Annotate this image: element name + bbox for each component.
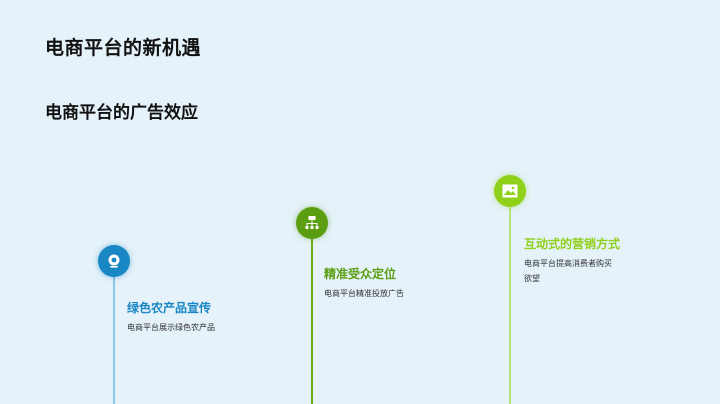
- timeline-desc-2: 电商平台精准投放广告: [324, 289, 404, 298]
- timeline-line-3: [509, 206, 511, 404]
- timeline-desc-3: 电商平台提高消费者购买欲望: [524, 259, 612, 283]
- timeline-line-1: [113, 276, 115, 404]
- timeline-node-1: [98, 245, 130, 277]
- slide-title: 电商平台的新机遇: [45, 37, 202, 59]
- timeline-node-2: [296, 207, 328, 239]
- slide-subtitle: 电商平台的广告效应: [45, 103, 198, 123]
- timeline-line-2: [311, 238, 313, 404]
- image-icon: [502, 184, 518, 198]
- timeline-title-2: 精准受众定位: [324, 267, 397, 281]
- webcam-icon: [108, 254, 120, 268]
- hierarchy-icon: [305, 216, 319, 230]
- timeline-title-3: 互动式的营销方式: [524, 237, 621, 251]
- timeline-node-3: [494, 175, 526, 207]
- timeline-desc-1: 电商平台展示绿色农产品: [127, 323, 215, 332]
- timeline-title-1: 绿色农产品宣传: [127, 301, 212, 315]
